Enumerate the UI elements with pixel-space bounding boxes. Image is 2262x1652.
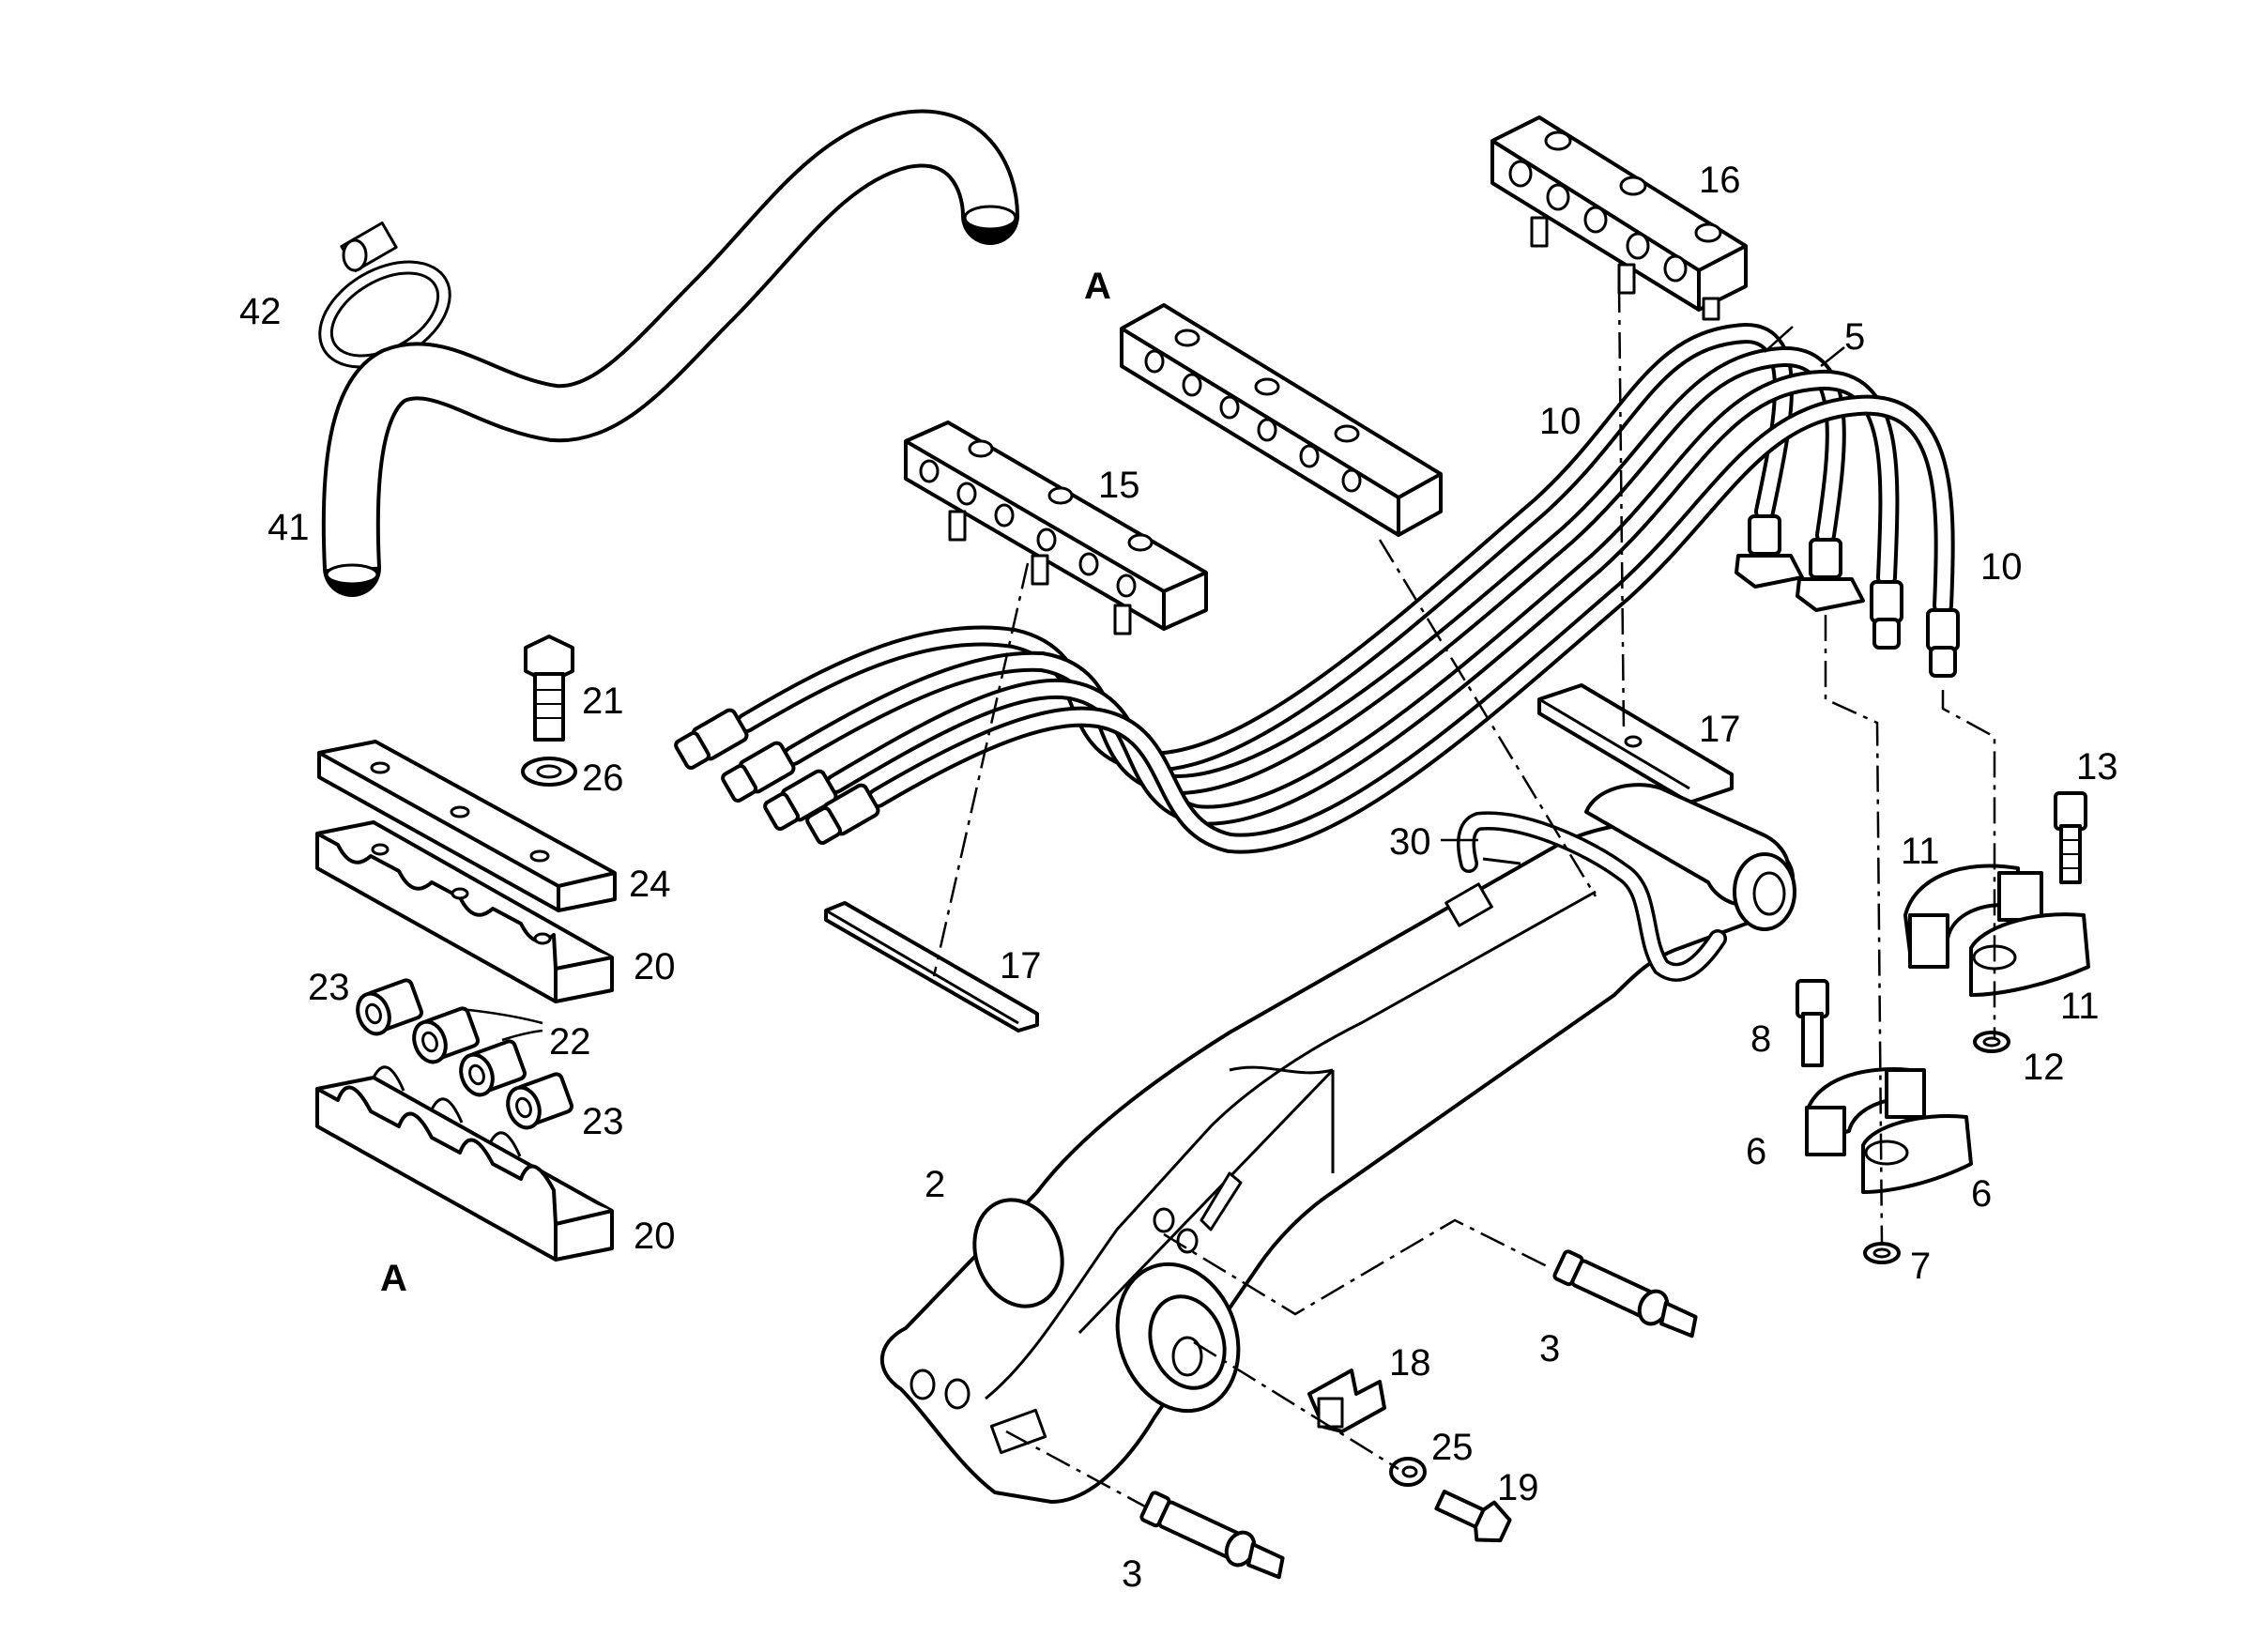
label-17-right: 17 [1699,709,1741,750]
clamp-half-11-b [1969,912,2090,997]
label-13: 13 [2076,746,2118,788]
label-11-a: 11 [1901,831,1940,872]
clamp-block-a [1120,303,1443,537]
hose-clamp-42 [318,222,451,369]
clamp-half-20-upper [315,820,614,1003]
clamp-half-20-lower [315,1065,614,1262]
bracket-18 [1307,1369,1386,1433]
washer-26 [521,757,577,787]
leader-22 [459,1007,543,1025]
label-30: 30 [1389,821,1431,863]
label-21: 21 [582,681,624,722]
label-24: 24 [629,864,671,905]
hydraulic-hoses [736,322,1955,854]
hose-fittings-right [1735,514,1960,678]
bushing-22-b [459,1039,527,1097]
label-11-b: 11 [2060,986,2100,1027]
label-20-upper: 20 [634,946,676,987]
clamp-half-11-a [1903,864,2043,969]
part-labels: 42 41 21 26 24 20 23 22 23 20 A A 15 16 … [239,160,2118,1595]
hose-body-2 [787,349,1842,791]
clamp-half-6-b [1861,1114,1973,1194]
clamp-half-6-a [1805,1067,1926,1156]
label-25: 25 [1431,1427,1474,1468]
label-a-left: A [380,1258,407,1299]
label-3-right: 3 [1539,1328,1560,1369]
label-26: 26 [582,757,624,799]
bolt-13 [2054,791,2087,884]
clamp-block-16 [1490,115,1748,321]
bushing-23-a [356,978,423,1036]
label-15: 15 [1098,465,1140,506]
label-42: 42 [239,291,282,332]
washer-7 [1863,1242,1901,1264]
hose-body-3 [829,373,1896,822]
label-12: 12 [2023,1047,2065,1088]
label-18: 18 [1389,1342,1431,1384]
bushing-22-a [412,1006,480,1064]
bolt-21 [524,635,574,742]
hose-body-1 [740,326,1790,769]
label-leaders [1441,326,1845,842]
plate-24 [317,740,617,912]
pin-3-bottom [1139,1491,1285,1580]
label-17-left: 17 [1000,945,1042,987]
bolt-8 [1796,979,1829,1067]
hose-41 [321,109,1019,597]
hose-body-4 [871,398,1951,850]
label-10-right: 10 [1980,546,2023,588]
label-23-b: 23 [582,1101,624,1142]
label-10-top: 10 [1539,401,1582,442]
label-a-top: A [1084,266,1111,307]
label-5: 5 [1844,316,1865,358]
boom-2 [879,783,1796,1504]
bushing-23-b [506,1072,573,1130]
label-19: 19 [1497,1467,1539,1508]
washer-12 [1973,1031,2010,1053]
label-22: 22 [549,1021,591,1063]
label-41: 41 [267,507,310,548]
label-3-bottom: 3 [1122,1553,1142,1595]
label-7: 7 [1910,1246,1931,1287]
label-20-lower: 20 [634,1216,676,1257]
assembly-lines [932,285,1996,1508]
label-8: 8 [1750,1018,1771,1060]
label-16: 16 [1699,160,1741,201]
label-6-b: 6 [1971,1173,1992,1215]
hose-fittings-left [674,708,880,846]
plate-17-right [1537,683,1734,804]
label-6-a: 6 [1746,1131,1766,1172]
bolt-19 [1434,1490,1512,1543]
pipe-30 [1444,811,1727,982]
plate-17-left [824,901,1039,1032]
pin-3-right [1552,1249,1698,1338]
label-2: 2 [925,1164,945,1205]
label-23-a: 23 [308,967,350,1008]
clamp-block-15 [904,421,1208,635]
leader-22b [501,1029,543,1042]
washer-25 [1389,1457,1427,1487]
